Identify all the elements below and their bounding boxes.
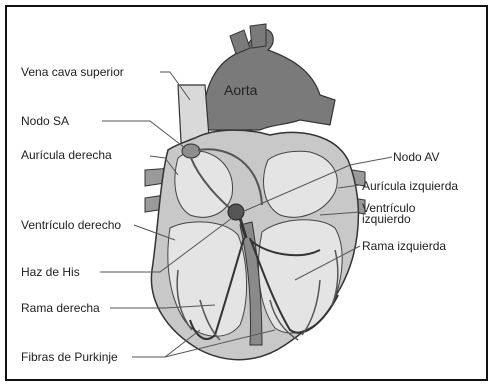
label-vena-cava-superior: Vena cava superior xyxy=(21,66,124,78)
label-fibras-de-purkinje: Fibras de Purkinje xyxy=(21,351,118,363)
aorta-branch-2 xyxy=(250,24,266,48)
label-ventriculo-derecho: Ventrículo derecho xyxy=(21,219,121,231)
left-ventricle xyxy=(258,220,342,333)
label-haz-de-his: Haz de His xyxy=(21,266,80,278)
label-nodo-sa: Nodo SA xyxy=(21,115,69,127)
label-rama-izquierda: Rama izquierda xyxy=(362,240,446,252)
label-auricula-izquierda: Aurícula izquierda xyxy=(362,180,458,192)
aorta-shape xyxy=(204,30,335,130)
sa-node xyxy=(182,144,200,158)
label-rama-derecha: Rama derecha xyxy=(21,302,100,314)
label-auricula-derecha: Aurícula derecha xyxy=(21,149,112,161)
label-ventriculo-izquierdo: Ventrículo izquierdo xyxy=(362,203,422,225)
av-node xyxy=(228,204,244,220)
label-nodo-av: Nodo AV xyxy=(393,151,439,163)
label-aorta: Aorta xyxy=(224,83,257,97)
label-ventriculo-izquierdo-line2: izquierdo xyxy=(362,214,422,225)
